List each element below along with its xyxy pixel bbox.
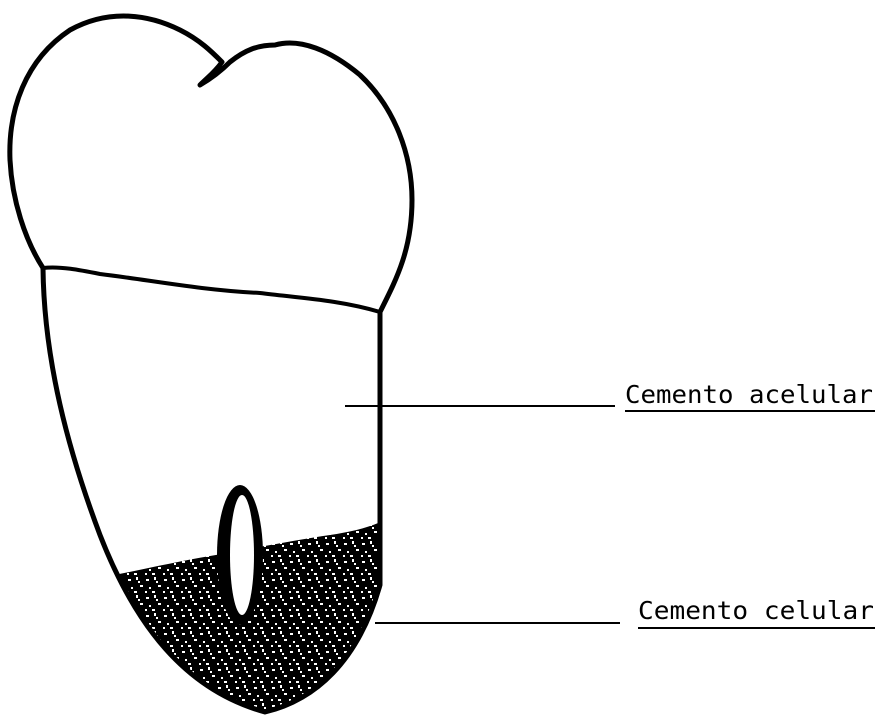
cellular-cementum-label: Cemento celular: [638, 596, 874, 625]
cemento-enamel-junction: [43, 267, 380, 312]
acellular-cementum-label: Cemento acelular: [625, 380, 873, 409]
root-canal-opening: [217, 485, 263, 625]
